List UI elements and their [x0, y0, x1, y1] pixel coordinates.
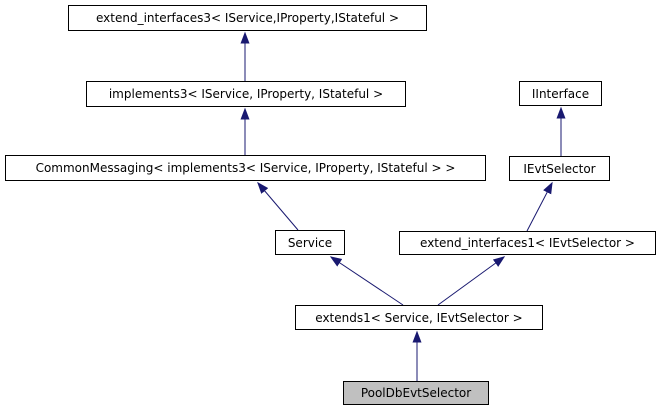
- edge-extends1-to-service: [329, 256, 404, 306]
- node-extend-interfaces1[interactable]: extend_interfaces1< IEvtSelector >: [399, 231, 656, 255]
- node-implements3[interactable]: implements3< IService, IProperty, IState…: [86, 81, 406, 107]
- edge-service-to-commonmessaging: [257, 181, 299, 231]
- edge-extends1-to-extend_interfaces1: [437, 256, 506, 306]
- node-service[interactable]: Service: [275, 230, 345, 255]
- node-extends1[interactable]: extends1< Service, IEvtSelector >: [295, 305, 543, 330]
- node-pooldbevtselector-current: PoolDbEvtSelector: [343, 381, 489, 405]
- edge-extend_interfaces1-to-ievtselector: [526, 181, 553, 232]
- node-extend-interfaces3[interactable]: extend_interfaces3< IService,IProperty,I…: [68, 5, 427, 31]
- node-ievtselector[interactable]: IEvtSelector: [509, 156, 610, 181]
- node-iinterface[interactable]: IInterface: [519, 81, 602, 106]
- node-commonmessaging[interactable]: CommonMessaging< implements3< IService, …: [5, 155, 486, 181]
